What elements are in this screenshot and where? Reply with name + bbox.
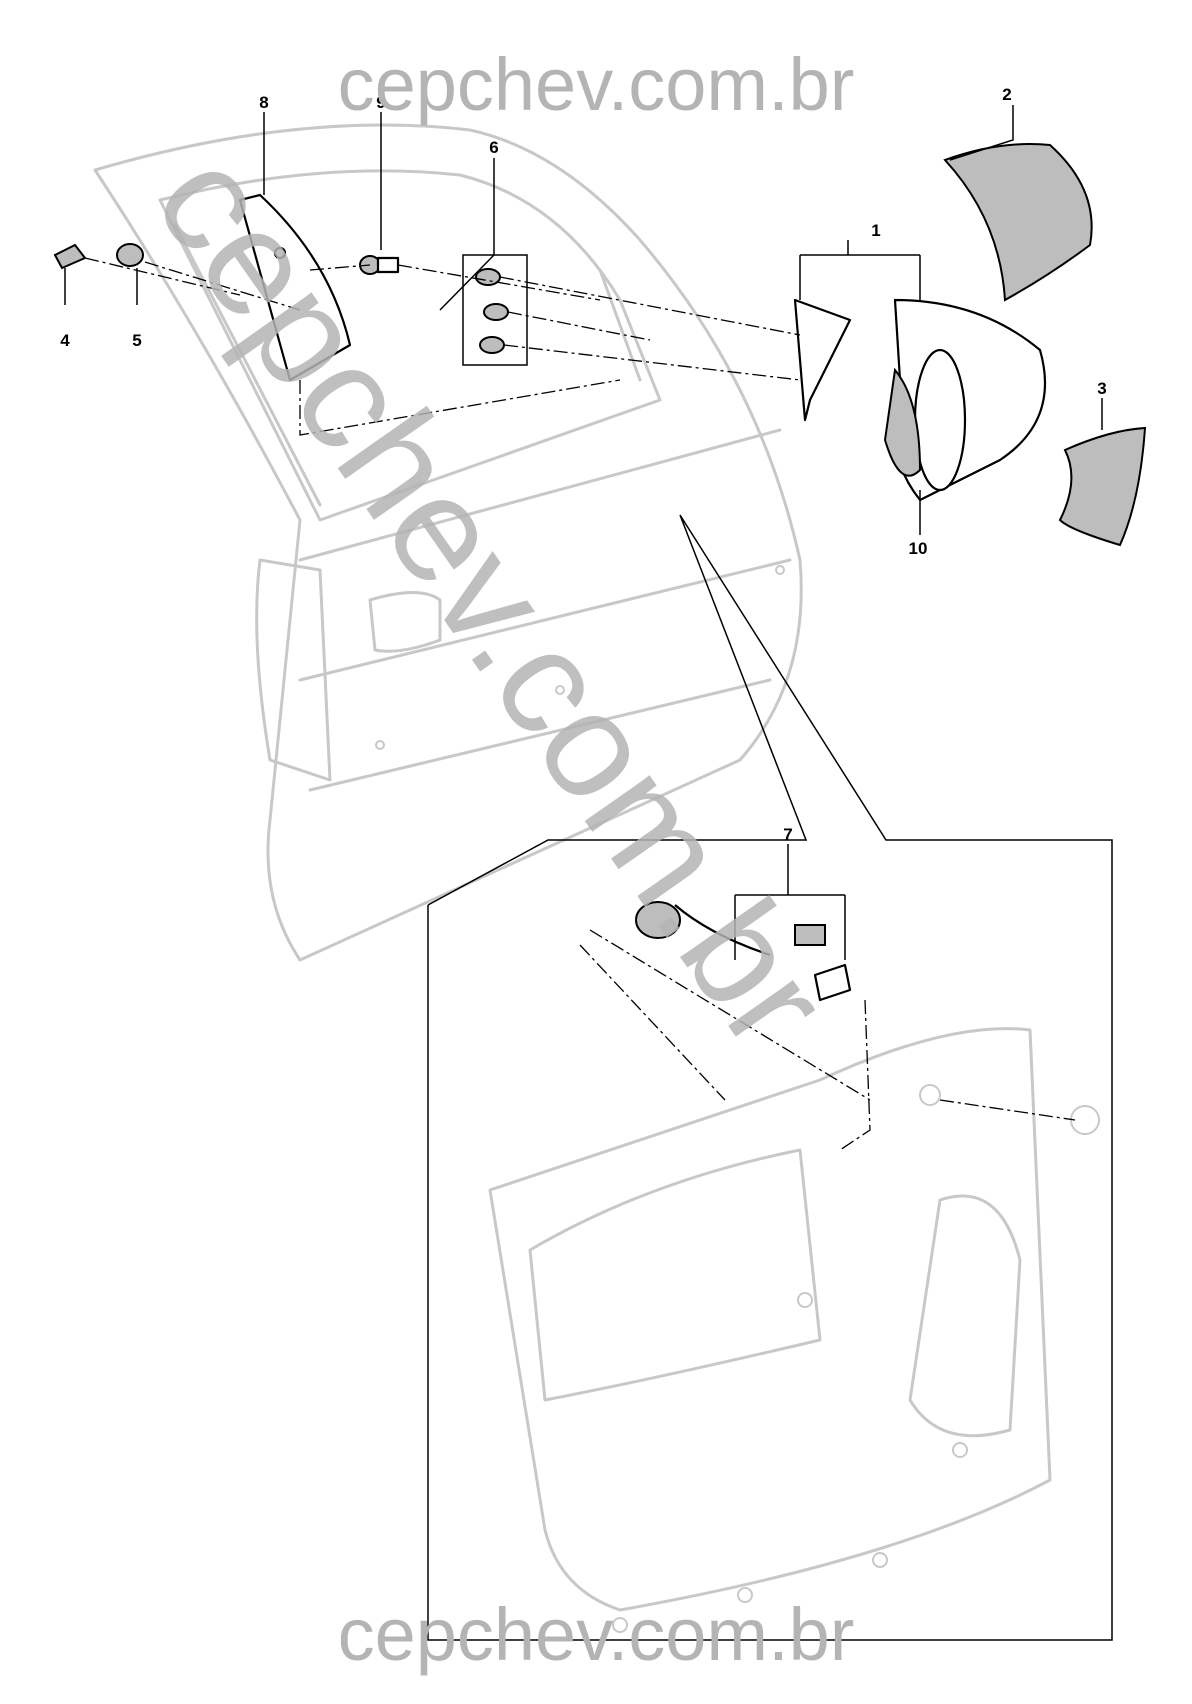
front-door-outline bbox=[93, 123, 803, 962]
watermark-bottom: cepchev.com.br bbox=[338, 1593, 855, 1676]
part-3-mirror-cap bbox=[1058, 426, 1147, 547]
leader-lines bbox=[64, 105, 1103, 1151]
callout-6: 6 bbox=[489, 138, 498, 157]
part-4-clip bbox=[53, 243, 87, 270]
part-5-grommet bbox=[116, 243, 144, 267]
callout-1: 1 bbox=[871, 221, 880, 240]
part-2-mirror-cover bbox=[943, 143, 1093, 302]
part-6-screws bbox=[462, 254, 528, 366]
inset-frame bbox=[427, 514, 1113, 1641]
door-trim-panel-outline bbox=[488, 1027, 1100, 1633]
callout-9: 9 bbox=[376, 93, 385, 112]
callout-5: 5 bbox=[132, 331, 141, 350]
callout-2: 2 bbox=[1002, 85, 1011, 104]
callout-10: 10 bbox=[909, 539, 928, 558]
callout-7: 7 bbox=[783, 825, 792, 844]
callout-4: 4 bbox=[60, 331, 70, 350]
callout-3: 3 bbox=[1097, 379, 1106, 398]
part-8-triangle-cover bbox=[238, 193, 352, 382]
part-7-switch-harness bbox=[635, 901, 852, 1002]
callout-8: 8 bbox=[259, 93, 268, 112]
part-1-mirror-assembly bbox=[793, 298, 1047, 502]
watermark-diagonal: cepchev.com.br bbox=[124, 122, 863, 1077]
watermark-top: cepchev.com.br bbox=[338, 43, 855, 126]
callouts: 8 9 6 1 2 3 4 5 10 7 bbox=[60, 85, 1106, 844]
